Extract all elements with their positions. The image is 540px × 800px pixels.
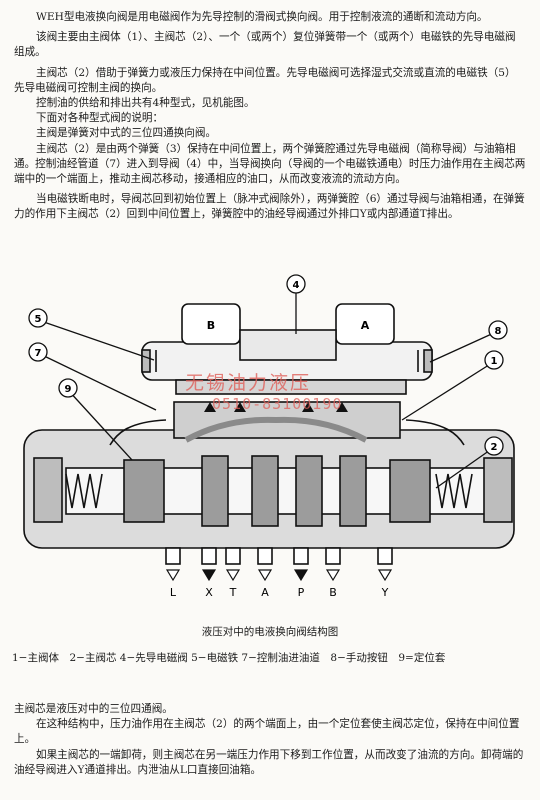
- paragraph: 主阀芯（2）借助于弹簧力或液压力保持在中间位置。先导电磁阀可选择湿式交流或直流的…: [14, 66, 516, 94]
- callout-numbers: 5 4 8 7 1 9 2: [35, 280, 502, 453]
- callout-5: 5: [35, 314, 42, 325]
- watermark-phone: 0510-83100190: [212, 395, 343, 413]
- callout-4: 4: [293, 280, 300, 291]
- paragraph: 在这种结构中，压力油作用在主阀芯（2）的两个端面上，由一个定位套使主阀芯定位，保…: [14, 718, 520, 746]
- paragraph: WEH型电液换向阀是用电磁阀作为先导控制的滑阀式换向阀。用于控制液流的通断和流动…: [36, 11, 488, 23]
- port-label-l: L: [170, 586, 177, 599]
- valve-cross-section-diagram: B A: [23, 274, 515, 599]
- intro-text: WEH型电液换向阀是用电磁阀作为先导控制的滑阀式换向阀。用于控制液流的通断和流动…: [14, 10, 526, 223]
- callout-2: 2: [491, 442, 498, 453]
- paragraph: 下面对各种型式阀的说明：: [36, 112, 164, 125]
- paragraph: 控制油的供给和排出共有4种型式，见机能图。: [36, 97, 255, 110]
- figure-legend: 1−主阀体 2−主阀芯 4−先导电磁阀 5−电磁铁 7−控制油进油道 8−手动按…: [12, 652, 446, 664]
- pilot-valve: [141, 303, 433, 395]
- figure-caption: 液压对中的电液换向阀结构图: [201, 626, 339, 638]
- watermark-company-name: 无锡油力液压: [185, 372, 312, 394]
- top-port-markers: [204, 402, 348, 412]
- solenoid-a-label: A: [361, 319, 370, 332]
- paragraph: 该阀主要由主阀体（1）、主阀芯（2）、一个（或两个）复位弹簧带一个（或两个）电磁…: [14, 31, 516, 59]
- callout-8: 8: [495, 326, 502, 337]
- main-valve-body: [23, 401, 515, 565]
- callout-1: 1: [491, 356, 498, 367]
- paragraph: 主阀是弹簧对中式的三位四通换向阀。: [36, 127, 217, 140]
- closing-text: 主阀芯是液压对中的三位四通阀。 在这种结构中，压力油作用在主阀芯（2）的两个端面…: [14, 702, 526, 778]
- paragraph: 主阀芯是液压对中的三位四通阀。: [14, 703, 173, 715]
- port-labels: L X T A P B Y: [170, 586, 389, 599]
- callout-9: 9: [65, 384, 72, 395]
- solenoid-b-label: B: [207, 319, 215, 332]
- paragraph: 当电磁铁断电时，导阀芯回到初始位置上（脉冲式阀除外），两弹簧腔（6）通过导阀与油…: [14, 193, 525, 221]
- port-label-p: P: [298, 586, 305, 599]
- paragraph: 如果主阀芯的一端卸荷，则主阀芯在另一端压力作用下移到工作位置，从而改变了油流的方…: [14, 748, 524, 776]
- bottom-port-markers: [165, 569, 393, 582]
- port-label-a: A: [261, 586, 269, 599]
- port-label-x: X: [205, 586, 213, 599]
- callout-7: 7: [35, 348, 42, 359]
- port-label-b: B: [329, 586, 337, 599]
- port-label-y: Y: [381, 586, 389, 599]
- paragraph: 主阀芯（2）是由两个弹簧（3）保持在中间位置上，两个弹簧腔通过先导电磁阀（简称导…: [14, 142, 526, 186]
- callouts: [28, 274, 508, 489]
- port-label-t: T: [229, 586, 237, 599]
